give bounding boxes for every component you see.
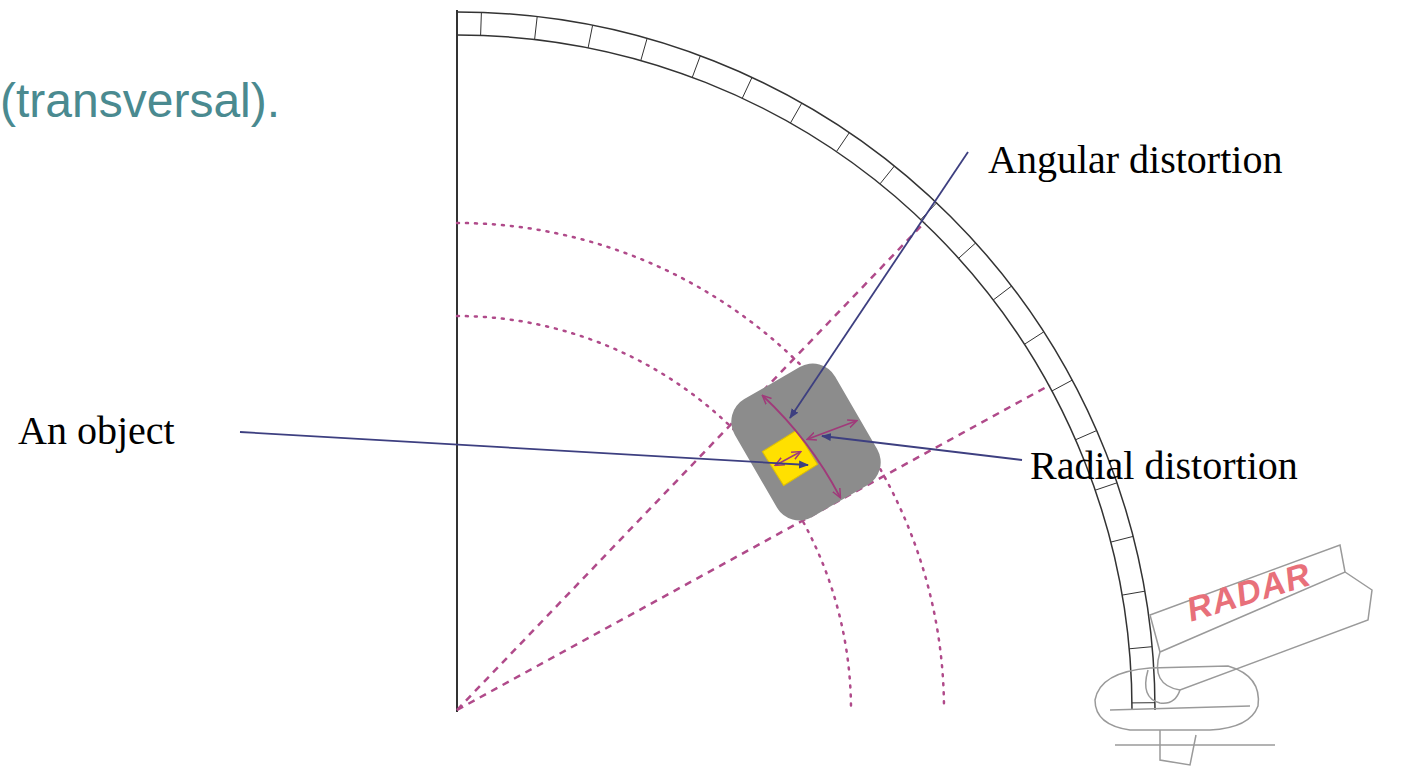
scale-tick: [1132, 702, 1155, 703]
axis-line: [456, 10, 458, 712]
scale-tick: [993, 286, 1011, 300]
scale-arc: [457, 12, 1155, 710]
scale-tick: [588, 25, 593, 48]
scale-tick: [1129, 647, 1152, 649]
scale-tick: [742, 77, 752, 98]
scale-ticks: [481, 12, 1155, 703]
scale-tick: [1111, 536, 1133, 542]
scale-tick: [692, 56, 700, 78]
heading-fragment: (transversal).: [0, 73, 280, 128]
callout-label: Angular distortion: [988, 136, 1282, 183]
leader-line: [790, 152, 968, 418]
scale-tick: [1052, 380, 1072, 391]
scale-tick: [880, 166, 894, 184]
scale-tick: [959, 243, 976, 258]
bearing-line: [457, 222, 925, 710]
scale-tick: [836, 133, 849, 152]
scale-tick: [480, 12, 482, 35]
leader-line: [240, 432, 808, 465]
scale-tick: [1076, 431, 1097, 440]
scale-tick: [641, 38, 647, 60]
scale-arc: [457, 35, 1132, 710]
radar-watermark: RADAR: [1182, 555, 1316, 630]
scale-tick: [1122, 591, 1145, 595]
leader-line: [822, 436, 1022, 460]
scale-tick: [790, 103, 801, 123]
scale-tick: [535, 17, 538, 40]
radar-sketch: [1095, 545, 1372, 765]
callout-label: Radial distortion: [1030, 442, 1298, 489]
callout-label: An object: [18, 407, 175, 454]
angular-arrow: [763, 396, 840, 497]
scale-tick: [1024, 332, 1043, 344]
